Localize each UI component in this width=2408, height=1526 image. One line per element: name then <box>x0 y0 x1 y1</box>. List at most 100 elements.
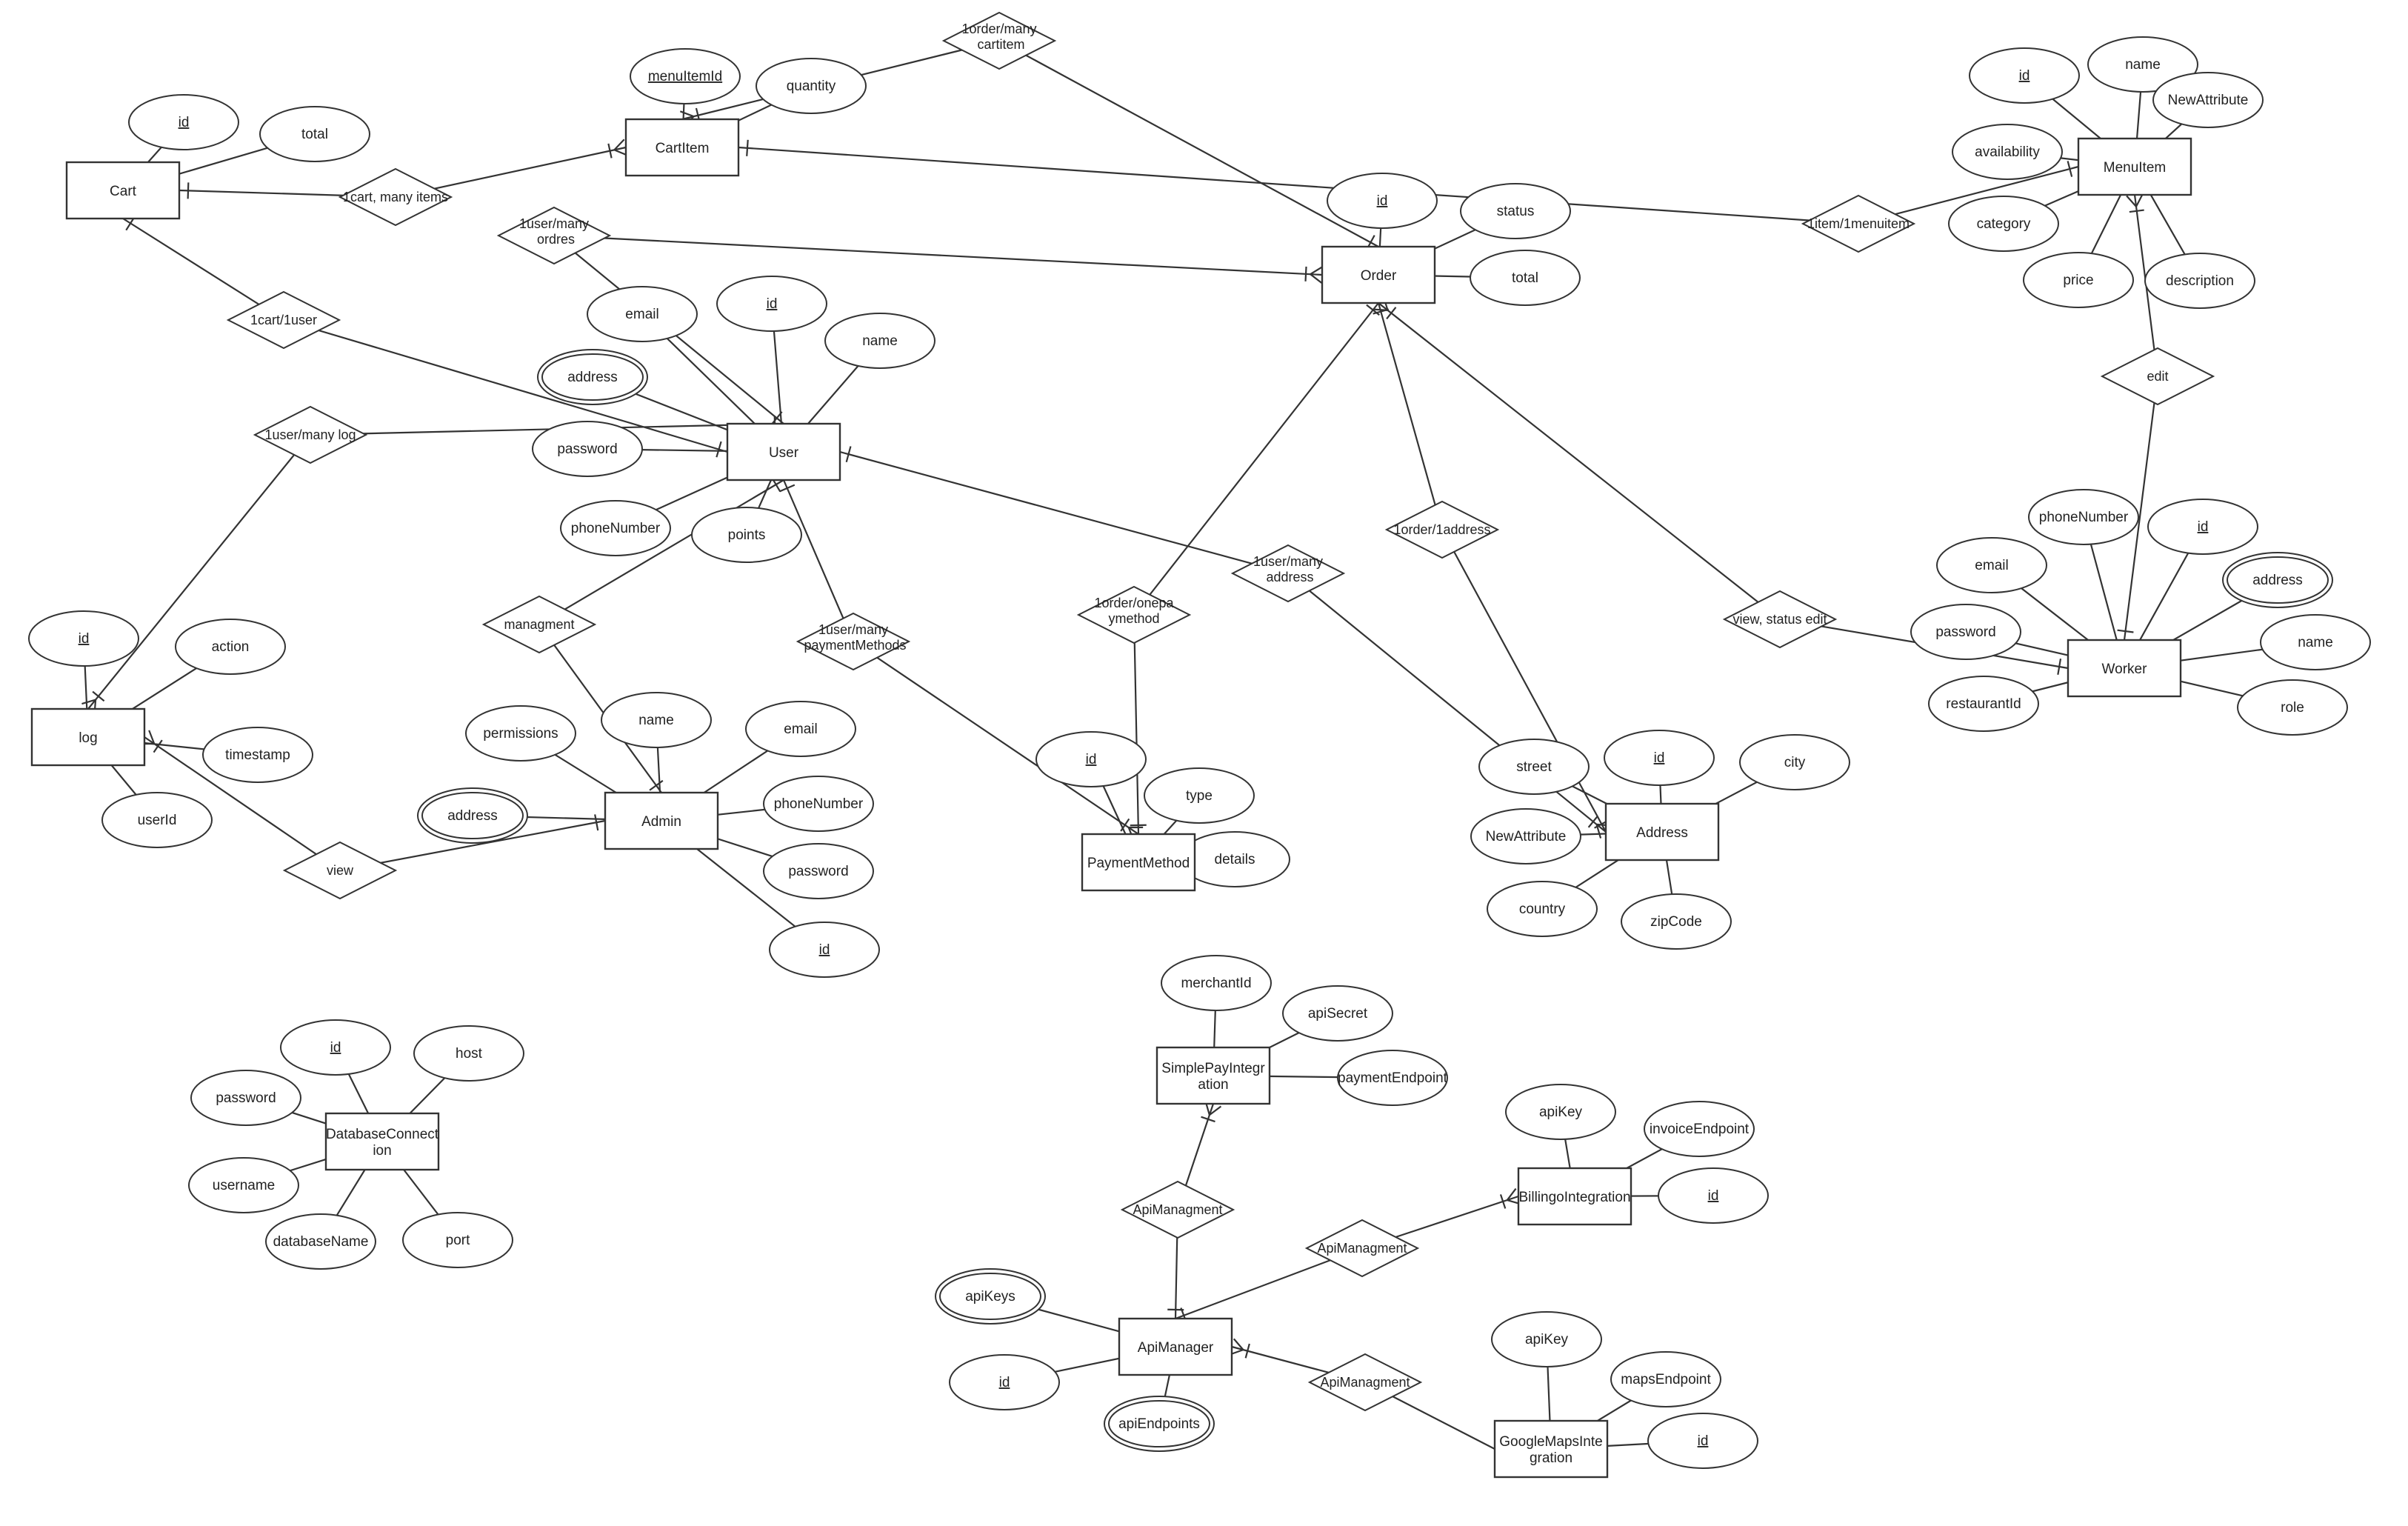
cardinality-many-mark <box>1304 266 1324 284</box>
relationship-diamond <box>1384 500 1500 559</box>
relationship-label: edit <box>2147 369 2168 384</box>
relationship-diamond <box>1120 1180 1235 1239</box>
attribute-ellipse <box>190 1070 301 1126</box>
edge-r_order_payment-b <box>1133 614 1140 835</box>
attribute-ellipse <box>259 106 370 162</box>
attribute-w_phone: phoneNumber <box>2028 489 2139 545</box>
relationship-diamond <box>226 290 341 350</box>
attribute-label: phoneNumber <box>571 521 661 536</box>
entity-label: Worker <box>2102 662 2148 677</box>
attribute-ellipse <box>1969 47 2080 104</box>
attribute-ellipse <box>175 619 286 675</box>
attribute-mi_availability: availability <box>1952 124 2063 180</box>
edge-r_view_status-a <box>1378 302 1781 620</box>
attribute-user_id: id <box>716 276 827 332</box>
edge-r_edit-b <box>2123 376 2159 641</box>
entity-address: Address <box>1604 802 1720 862</box>
relationship-diamond <box>1304 1219 1420 1278</box>
attribute-ellipse <box>128 94 239 150</box>
attribute-ellipse <box>280 1019 391 1076</box>
attribute-label: action <box>212 639 250 655</box>
key-attribute-label: id <box>999 1375 1010 1390</box>
relationship-diamond <box>1722 590 1838 649</box>
attribute-label: host <box>456 1046 483 1062</box>
attribute-log_userid: userId <box>101 792 213 848</box>
attribute-db_dbname: databaseName <box>265 1213 376 1270</box>
attribute-gm_id: id <box>1647 1413 1758 1469</box>
attribute-label: city <box>1784 755 1806 770</box>
attribute-db_id: id <box>280 1019 391 1076</box>
key-attribute-label: id <box>330 1040 341 1056</box>
attribute-gm_apikey: apiKey <box>1491 1311 1602 1367</box>
relationship-r_cart_user: 1cart/1user <box>226 290 341 350</box>
attribute-ellipse <box>949 1354 1060 1410</box>
entity-layer: CartCartItemOrderMenuItemUserWorkerlogAd… <box>30 118 2192 1479</box>
relationship-label: 1cart/1user <box>250 313 317 327</box>
attribute-ellipse <box>1910 604 2021 660</box>
attribute-order_id: id <box>1327 173 1438 229</box>
attribute-w_name: name <box>2260 614 2371 670</box>
relationship-r_api_billingo: ApiManagment <box>1304 1219 1420 1278</box>
attribute-mi_id: id <box>1969 47 2080 104</box>
attribute-ad_city: city <box>1739 734 1850 790</box>
multivalued-attribute-ellipse <box>1104 1396 1215 1452</box>
attribute-bi_invoice: invoiceEndpoint <box>1644 1101 1755 1157</box>
attribute-ellipse <box>101 792 213 848</box>
attribute-ellipse <box>1035 731 1147 787</box>
attribute-label: name <box>2298 635 2333 650</box>
relationship-diamond <box>282 841 398 900</box>
attribute-ellipse <box>1658 1167 1769 1224</box>
attribute-label: address <box>2252 573 2303 588</box>
attribute-label: phoneNumber <box>774 796 864 812</box>
attribute-label: points <box>728 527 766 543</box>
key-attribute-label: id <box>1654 750 1665 766</box>
relationship-r_user_orders: 1user/many ordres <box>496 206 612 265</box>
attribute-label: paymentEndpoint <box>1338 1070 1448 1086</box>
edge-r_order_payment-a <box>1133 302 1379 616</box>
attribute-a_email: email <box>745 701 856 757</box>
attribute-ellipse <box>1928 676 2039 732</box>
entity-cartitem: CartItem <box>624 118 740 177</box>
attribute-ad_country: country <box>1487 881 1598 937</box>
attribute-label: name <box>862 333 898 349</box>
cardinality-one-mark <box>2057 658 2062 676</box>
relationship-diamond <box>1076 585 1192 644</box>
cardinality-one-mark <box>594 814 599 831</box>
edge-r_user_address-b <box>1287 573 1607 833</box>
entity-box <box>324 1112 440 1171</box>
key-attribute-label: id <box>179 115 190 130</box>
attribute-label: description <box>2166 273 2234 289</box>
relationship-label: 1item/1menuitem <box>1807 216 1910 231</box>
entity-label: log <box>79 730 97 746</box>
attribute-label: apiEndpoints <box>1118 1416 1200 1432</box>
entity-order: Order <box>1321 245 1436 304</box>
attribute-ci_menuitemid: menuItemId <box>630 48 741 104</box>
attribute-label: total <box>1512 270 1538 286</box>
attribute-label: NewAttribute <box>2168 93 2249 108</box>
attribute-label: category <box>1977 216 2031 232</box>
relationship-r_managment: managment <box>481 595 597 654</box>
entity-label: Address <box>1636 825 1688 841</box>
attribute-label: availability <box>1975 144 2040 160</box>
attribute-ad_zip: zipCode <box>1621 893 1732 950</box>
attribute-ellipse <box>1610 1351 1721 1407</box>
key-attribute-label: id <box>1377 193 1388 209</box>
entity-label: MenuItem <box>2104 160 2166 176</box>
attribute-ellipse <box>28 610 139 667</box>
attribute-label: zipCode <box>1650 914 1702 930</box>
key-attribute-label: id <box>819 942 830 958</box>
attribute-w_address: address <box>2222 552 2333 608</box>
cardinality-one-mark <box>779 484 796 493</box>
cardinality-many-mark <box>2126 193 2144 213</box>
attribute-ellipse <box>824 313 935 369</box>
relationship-diamond <box>338 167 453 227</box>
attribute-ellipse <box>691 507 802 563</box>
attribute-ellipse <box>1144 767 1255 824</box>
attribute-label: merchantId <box>1181 976 1251 991</box>
edge-r_user_payment-a <box>782 479 855 642</box>
relationship-label: ApiManagment <box>1133 1202 1222 1217</box>
attribute-label: street <box>1516 759 1552 775</box>
relationship-diamond <box>1307 1353 1423 1412</box>
